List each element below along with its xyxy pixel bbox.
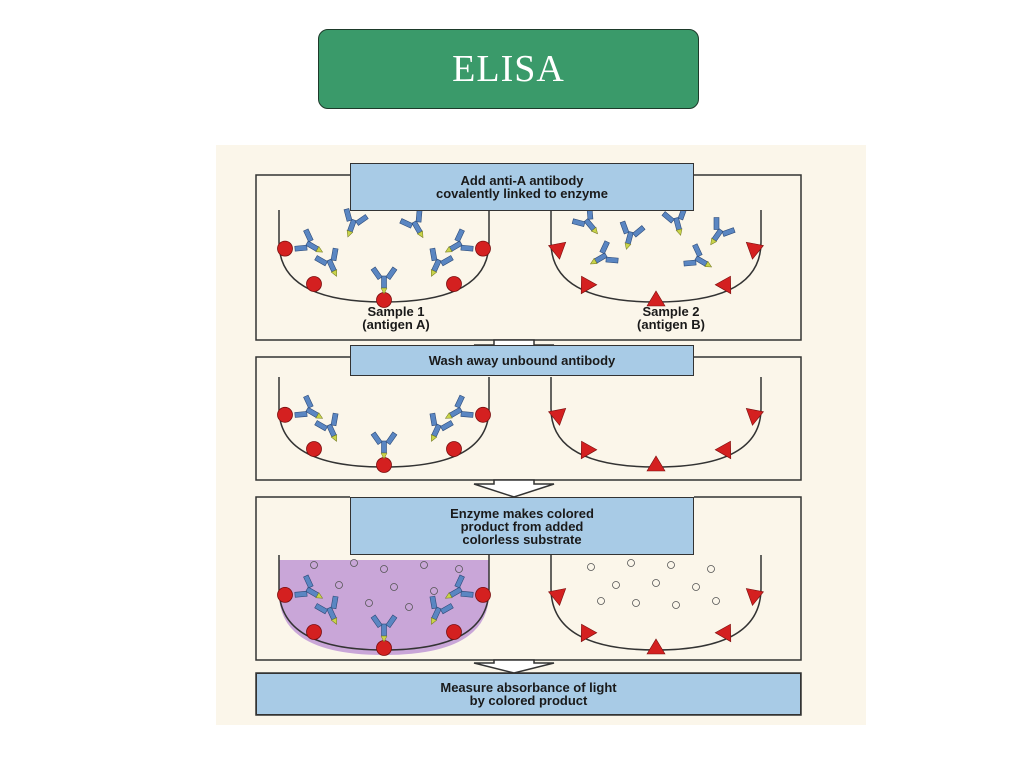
antigen-a-icon [446, 276, 462, 292]
antibody-icon [294, 228, 324, 253]
antigen-a-icon [306, 624, 322, 640]
substrate-icon [380, 565, 388, 573]
slide-title: ELISA [452, 48, 565, 90]
substrate-icon [390, 583, 398, 591]
sample-2-label: Sample 2 (antigen B) [637, 304, 705, 332]
step-3-label: Enzyme makes colored product from added … [350, 497, 694, 555]
antigen-a-icon [306, 441, 322, 457]
substrate-icon [712, 597, 720, 605]
antibody-icon [589, 240, 619, 265]
antigen-b-icon [547, 407, 567, 426]
antigen-b-icon [646, 455, 666, 472]
antibody-icon [710, 217, 736, 246]
antigen-a-icon [277, 406, 293, 423]
substrate-icon [365, 599, 373, 607]
antibody-icon [429, 247, 454, 277]
antigen-a-icon [475, 240, 491, 257]
elisa-diagram [255, 174, 802, 716]
antibody-icon [294, 394, 324, 419]
step-1-text: Add anti-A antibody covalently linked to… [436, 173, 608, 201]
antigen-a-icon [475, 406, 491, 423]
antigen-b-icon [745, 241, 765, 260]
antibody-icon [444, 394, 474, 419]
step-4-text: Measure absorbance of light by colored p… [440, 680, 617, 708]
colored-product-fill [279, 560, 489, 655]
substrate-icon [310, 561, 318, 569]
substrate-icon [652, 579, 660, 587]
substrate-icon [597, 597, 605, 605]
substrate-icon [692, 583, 700, 591]
substrate-icon [632, 599, 640, 607]
antibody-icon [444, 574, 474, 599]
step-2-text: Wash away unbound antibody [428, 353, 616, 368]
antigen-a-icon [446, 441, 462, 457]
antigen-b-icon [580, 275, 598, 295]
substrate-icon [335, 581, 343, 589]
antigen-a-icon [376, 457, 392, 473]
arrow-3 [473, 659, 555, 674]
antigen-b-icon [745, 588, 765, 607]
antibody-icon [370, 431, 398, 460]
antigen-a-icon [277, 586, 293, 603]
antigen-b-icon [547, 588, 567, 607]
substrate-icon [627, 559, 635, 567]
antibody-icon [429, 595, 454, 625]
substrate-icon [667, 561, 675, 569]
antigen-a-icon [446, 624, 462, 640]
substrate-icon [612, 581, 620, 589]
substrate-icon [672, 601, 680, 609]
well-6 [547, 555, 765, 655]
antibody-icon [399, 209, 424, 239]
well-3 [277, 377, 491, 473]
elisa-figure: Add anti-A antibody covalently linked to… [216, 145, 866, 725]
well-1 [277, 208, 491, 308]
substrate-icon [707, 565, 715, 573]
substrate-icon [420, 561, 428, 569]
antibody-icon [370, 266, 398, 295]
sample-1-label: Sample 1 (antigen A) [362, 304, 430, 332]
antibody-icon [683, 243, 713, 268]
step-1-label: Add anti-A antibody covalently linked to… [350, 163, 694, 211]
antibody-icon [314, 247, 339, 277]
antigen-b-icon [745, 407, 765, 426]
antibody-icon [314, 595, 339, 625]
antigen-a-icon [277, 240, 293, 257]
arrow-2 [473, 479, 555, 498]
substrate-icon [430, 587, 438, 595]
antigen-b-icon [714, 623, 732, 643]
antigen-b-icon [646, 638, 666, 655]
well-5 [277, 555, 491, 656]
antibody-icon [619, 220, 646, 250]
antigen-b-icon [714, 440, 732, 460]
antigen-b-icon [580, 623, 598, 643]
substrate-icon [587, 563, 595, 571]
step-2-label: Wash away unbound antibody [350, 345, 694, 376]
substrate-icon [405, 603, 413, 611]
substrate-icon [350, 559, 358, 567]
antibody-icon [294, 574, 324, 599]
antigen-b-icon [646, 290, 666, 307]
well-4 [547, 377, 765, 472]
antigen-b-icon [547, 241, 567, 260]
well-2 [547, 206, 765, 307]
antibody-icon [314, 412, 339, 442]
antigen-a-icon [376, 640, 392, 656]
step-3-text: Enzyme makes colored product from added … [450, 505, 594, 547]
antigen-b-icon [580, 440, 598, 460]
step-4-label: Measure absorbance of light by colored p… [256, 673, 801, 715]
antibody-icon [444, 228, 474, 253]
antibody-icon [370, 614, 398, 643]
antigen-a-icon [475, 586, 491, 603]
antibody-icon [429, 412, 454, 442]
substrate-icon [455, 565, 463, 573]
antibody-icon [343, 208, 369, 238]
antigen-a-icon [306, 276, 322, 292]
antigen-b-icon [714, 275, 732, 295]
slide-title-box: ELISA [318, 29, 699, 109]
